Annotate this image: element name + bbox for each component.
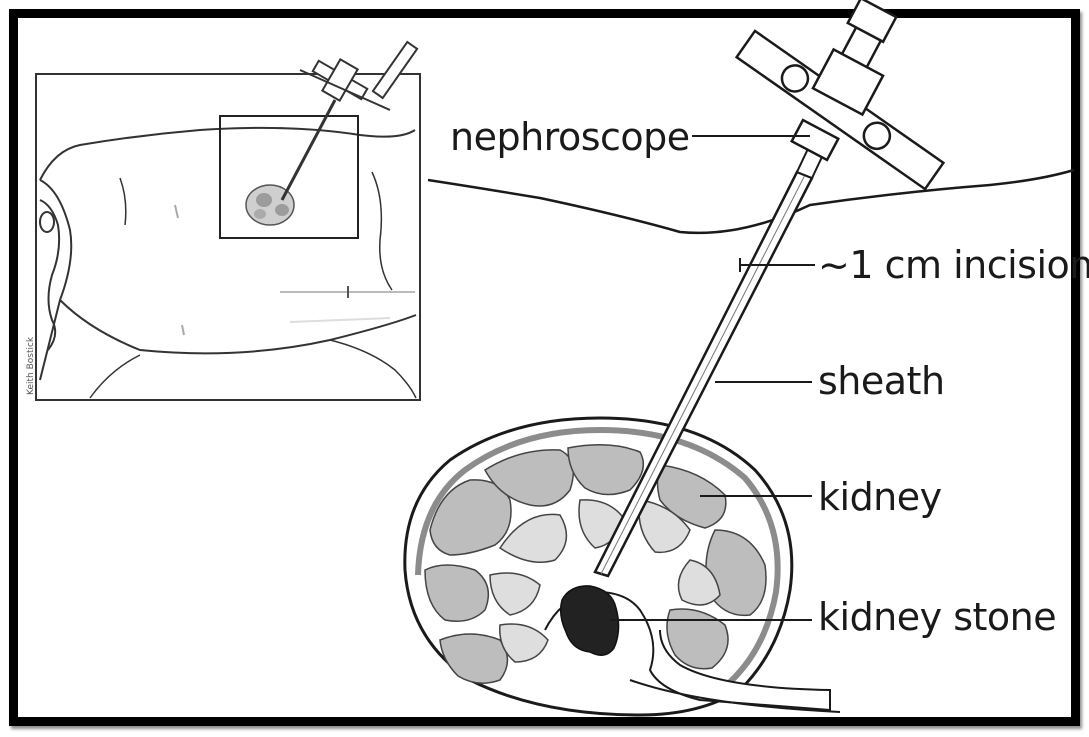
inset-panel: [36, 42, 420, 400]
label-nephroscope: nephroscope: [450, 118, 690, 156]
label-kidney-stone: kidney stone: [818, 598, 1056, 636]
nephroscope-instrument: [737, 0, 944, 189]
label-sheath: sheath: [818, 362, 945, 400]
inset-credit: Keith Bostick: [26, 337, 36, 395]
kidney-illustration: [405, 418, 840, 715]
label-incision: ~1 cm incision: [818, 246, 1089, 284]
label-kidney: kidney: [818, 478, 942, 516]
skin-surface-line: [428, 170, 1074, 233]
